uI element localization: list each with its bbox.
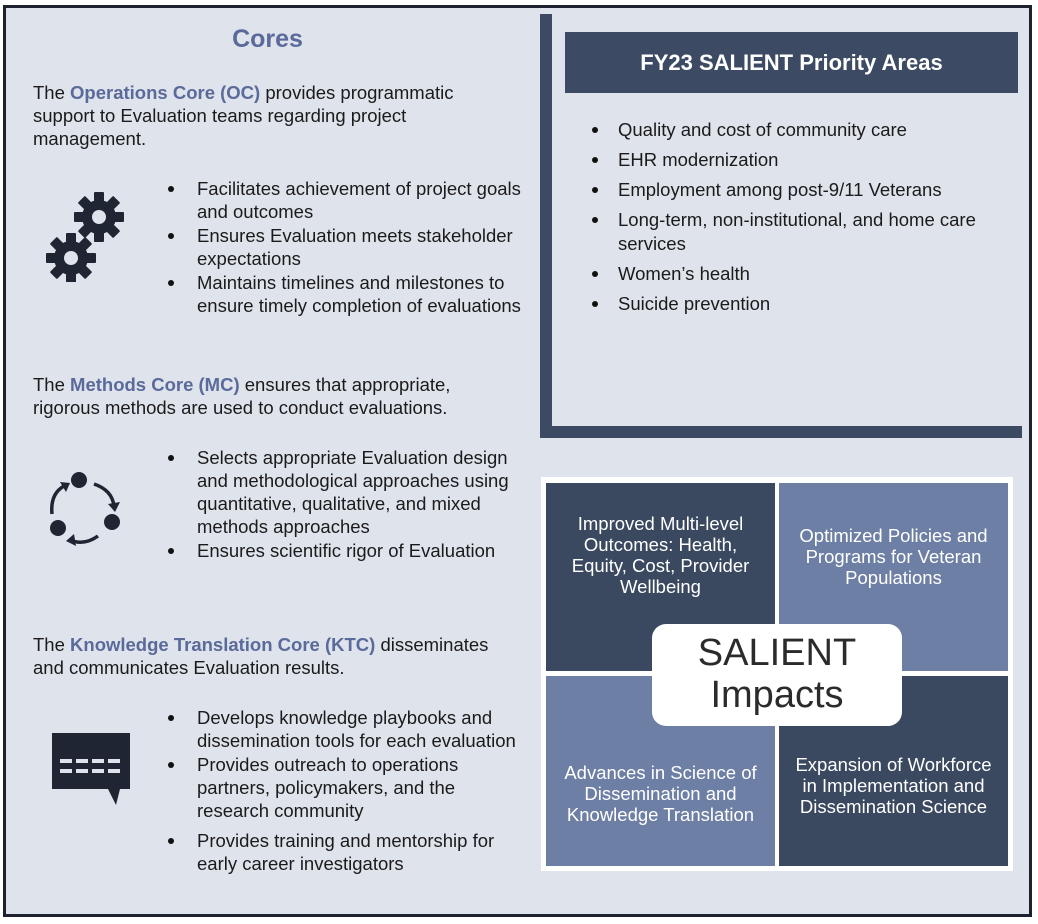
list-item: Ensures scientific rigor of Evaluation [160, 539, 525, 562]
list-item: Quality and cost of community care [588, 118, 1008, 142]
salient-impacts-label: SALIENT Impacts [652, 624, 902, 726]
list-item: Long-term, non-institutional, and home c… [588, 208, 1008, 256]
list-item: Maintains timelines and milestones to en… [160, 271, 525, 317]
operations-core-bullets: Facilitates achievement of project goals… [160, 177, 525, 318]
list-item: EHR modernization [588, 148, 1008, 172]
gears-icon [46, 192, 124, 282]
chat-bubble-icon [52, 733, 130, 805]
list-item: Ensures Evaluation meets stakeholder exp… [160, 224, 525, 270]
methods-core-name: Methods Core (MC) [70, 374, 240, 395]
operations-core-intro: The Operations Core (OC) provides progra… [33, 82, 454, 149]
list-item: Provides training and mentorship for ear… [160, 829, 525, 875]
methods-core-bullets: Selects appropriate Evaluation design an… [160, 446, 525, 563]
list-item: Develops knowledge playbooks and dissemi… [160, 706, 525, 752]
list-item: Facilitates achievement of project goals… [160, 177, 525, 223]
priority-areas-box [540, 14, 1022, 438]
list-item: Selects appropriate Evaluation design an… [160, 446, 525, 538]
priority-areas-title: FY23 SALIENT Priority Areas [565, 32, 1018, 93]
list-item: Provides outreach to operations partners… [160, 753, 525, 822]
list-item: Suicide prevention [588, 292, 1008, 316]
ktc-intro: The Knowledge Translation Core (KTC) dis… [33, 634, 489, 678]
cycle-icon [50, 472, 120, 546]
operations-core-name: Operations Core (OC) [70, 82, 261, 103]
ktc-bullets: Develops knowledge playbooks and dissemi… [160, 706, 525, 876]
list-item: Employment among post-9/11 Veterans [588, 178, 1008, 202]
salient-impacts-grid: Improved Multi-level Outcomes: Health, E… [541, 477, 1013, 871]
cores-title: Cores [232, 25, 303, 53]
methods-core-intro: The Methods Core (MC) ensures that appro… [33, 374, 451, 418]
ktc-name: Knowledge Translation Core (KTC) [70, 634, 376, 655]
list-item: Women’s health [588, 262, 1008, 286]
priority-areas-list: Quality and cost of community care EHR m… [588, 118, 1008, 322]
